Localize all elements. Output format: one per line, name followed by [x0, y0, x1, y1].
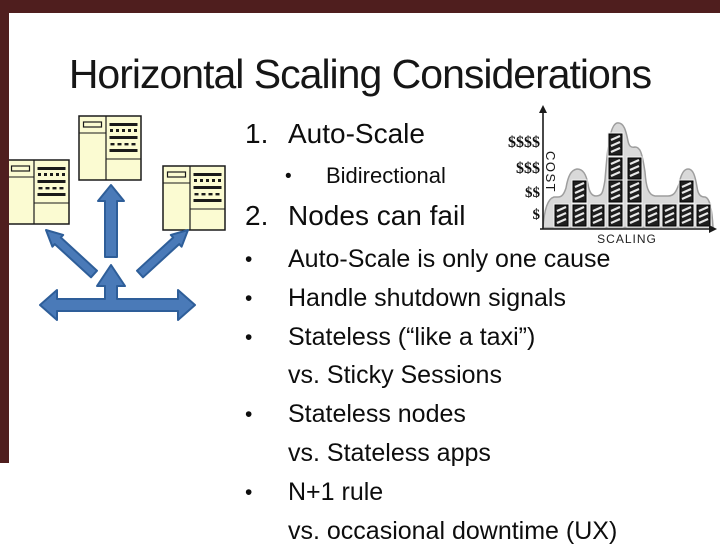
- list-item-numbered: 2. Nodes can fail: [243, 200, 720, 244]
- page-title: Horizontal Scaling Considerations: [68, 51, 652, 97]
- slide-border-left: [0, 0, 9, 463]
- scale-out-illustration: [6, 115, 226, 321]
- list-item-sub-bullet: • Bidirectional: [243, 162, 720, 200]
- list-item-continuation: vs. Stateless apps: [243, 438, 720, 477]
- list-item-text: Auto-Scale: [288, 118, 425, 149]
- y-tick-label: $$$$: [508, 134, 540, 151]
- list-item-text: N+1 rule: [288, 477, 384, 506]
- list-item-text: vs. Sticky Sessions: [288, 361, 502, 390]
- list-item-text: Stateless nodes: [288, 400, 466, 429]
- scale-arrow-upright-icon: [136, 229, 189, 279]
- slide-body: 1. Auto-Scale • Bidirectional 2. Nodes c…: [243, 118, 720, 554]
- list-item-text: Bidirectional: [326, 163, 446, 188]
- list-item-bullet: • N+1 rule: [243, 477, 720, 516]
- y-tick-label: $: [533, 207, 541, 223]
- list-item-text: Auto-Scale is only one cause: [288, 245, 611, 273]
- x-axis-arrow-icon: [709, 225, 717, 233]
- list-item-text: vs. occasional downtime (UX): [288, 516, 618, 545]
- bullet-icon: •: [245, 286, 253, 310]
- list-item-bullet: • Auto-Scale is only one cause: [243, 244, 720, 283]
- list-item-text: Stateless (“like a taxi”): [288, 322, 536, 351]
- y-tick-label: $$: [525, 185, 541, 201]
- list-item-bullet: • Stateless (“like a taxi”): [243, 322, 720, 361]
- server-icon: [6, 159, 70, 225]
- list-item-text: Nodes can fail: [288, 200, 466, 231]
- bullet-icon: •: [245, 480, 253, 504]
- server-icon: [162, 165, 226, 231]
- list-marker: 2.: [245, 200, 269, 231]
- list-marker: 1.: [245, 118, 269, 149]
- cost-axis-label: COST: [543, 151, 558, 193]
- list-item-numbered: 1. Auto-Scale: [243, 118, 720, 162]
- slide-border-top: [0, 0, 720, 13]
- list-item-continuation: vs. Sticky Sessions: [243, 360, 720, 399]
- scale-arrow-three-way-icon: [39, 264, 196, 321]
- list-item-text: Handle shutdown signals: [288, 283, 566, 312]
- scale-arrow-upleft-icon: [45, 229, 98, 279]
- server-icon: [78, 115, 142, 181]
- y-axis-arrow-icon: [539, 105, 547, 113]
- list-item-continuation: vs. occasional downtime (UX): [243, 516, 720, 554]
- bullet-icon: •: [285, 166, 292, 187]
- cost-scaling-chart: $$$$ $$$ $$ $ COST SCALING: [508, 105, 717, 246]
- list-item-bullet: • Stateless nodes: [243, 399, 720, 438]
- scale-arrow-up-icon: [97, 184, 125, 258]
- bullet-icon: •: [245, 325, 253, 349]
- bullet-icon: •: [245, 248, 253, 271]
- scaling-axis-label: SCALING: [597, 232, 657, 246]
- y-tick-label: $$$: [516, 160, 540, 177]
- bullet-icon: •: [245, 403, 253, 427]
- list-item-text: vs. Stateless apps: [288, 438, 491, 467]
- list-item-bullet: • Handle shutdown signals: [243, 283, 720, 322]
